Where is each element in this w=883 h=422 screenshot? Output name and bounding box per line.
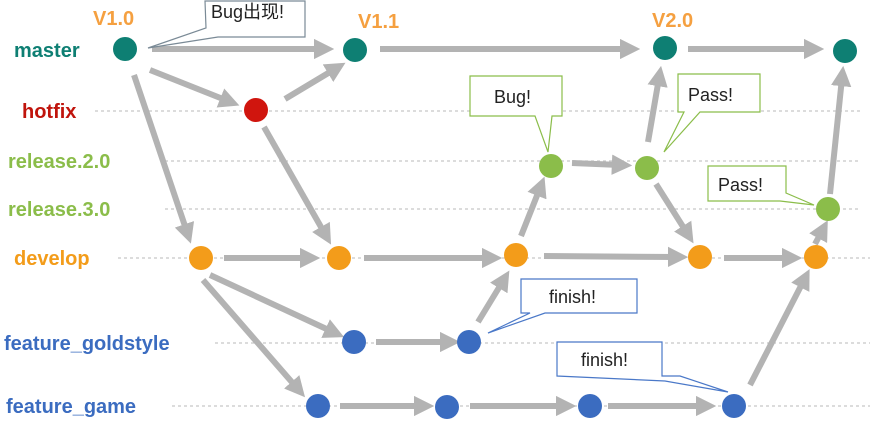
arrow-hotfix-to-develop [261, 125, 332, 245]
game-commit-3 [578, 394, 602, 418]
arrow-release20-to-develop [653, 182, 694, 244]
develop-commit-3 [504, 243, 528, 267]
branch-label-release-3: release.3.0 [8, 199, 110, 221]
arrow-develop-to-game [200, 278, 306, 398]
release20-commit-2 [635, 156, 659, 180]
game-commit-2 [435, 395, 459, 419]
callout-pass-release30: Pass! [707, 165, 815, 206]
callout-bug-appeared-bubble [147, 0, 306, 49]
develop-commit-5 [804, 245, 828, 269]
master-commit-latest [833, 39, 857, 63]
callout-bug-appeared: Bug出现! [147, 0, 306, 49]
goldstyle-commit-1 [342, 330, 366, 354]
hotfix-commit [244, 98, 268, 122]
arrow-develop-to-release30 [809, 220, 828, 246]
callout-pass-release20-text: Pass! [688, 85, 733, 105]
callout-finish-goldstyle-bubble [487, 278, 638, 334]
callout-pass-release30-bubble [707, 165, 815, 206]
branch-label-develop: develop [14, 248, 90, 270]
callout-pass-release20: Pass! [663, 73, 761, 153]
master-commit-v11 [343, 38, 367, 62]
branch-label-feature-goldstyle: feature_goldstyle [4, 333, 170, 355]
game-commit-1 [306, 394, 330, 418]
goldstyle-commit-2 [457, 330, 481, 354]
callout-bug: Bug! [469, 75, 563, 153]
arrow-game-to-develop [747, 269, 810, 387]
version-label-v20: V2.0 [652, 10, 693, 32]
callout-finish-game: finish! [556, 341, 729, 393]
callout-bug-text: Bug! [494, 87, 531, 107]
arrow-goldstyle-to-develop [475, 270, 510, 324]
branch-label-master: master [14, 40, 80, 62]
branch-label-release-2: release.2.0 [8, 151, 110, 173]
arrow-release20-to-master [645, 65, 668, 143]
arrow-master-to-develop [131, 74, 195, 244]
callout-bug-appeared-text: Bug出现! [211, 2, 284, 22]
develop-commit-2 [327, 246, 351, 270]
arrow-release30-to-master [827, 65, 852, 195]
arrow-hotfix-to-master [283, 62, 346, 102]
release30-commit [816, 197, 840, 221]
version-labels: V1.0 V1.1 V2.0 [93, 8, 693, 33]
branch-labels: master hotfix release.2.0 release.3.0 de… [4, 40, 170, 418]
version-label-v11: V1.1 [358, 11, 399, 33]
arrow-master-to-hotfix [148, 67, 240, 108]
commit-arrows [131, 38, 852, 417]
master-commit-v10 [113, 37, 137, 61]
callouts: Bug出现! Bug! Pass! Pass! finish! finish! [147, 0, 815, 393]
branch-label-hotfix: hotfix [22, 101, 76, 123]
callout-pass-release30-text: Pass! [718, 175, 763, 195]
master-commit-v20 [653, 36, 677, 60]
callout-pass-release20-bubble [663, 73, 761, 153]
callout-bug-bubble [469, 75, 563, 153]
develop-commit-1 [189, 246, 213, 270]
arrow-develop-3-to-4 [543, 246, 689, 268]
arrow-develop-to-release20 [518, 176, 547, 238]
arrow-release20-step [571, 154, 633, 175]
callout-finish-goldstyle: finish! [487, 278, 638, 334]
game-commit-4 [722, 394, 746, 418]
arrow-develop-to-goldstyle [208, 272, 345, 338]
callout-finish-game-bubble [556, 341, 729, 393]
callout-finish-goldstyle-text: finish! [549, 287, 596, 307]
branch-label-feature-game: feature_game [6, 396, 136, 418]
callout-finish-game-text: finish! [581, 350, 628, 370]
version-label-v10: V1.0 [93, 8, 134, 30]
develop-commit-4 [688, 245, 712, 269]
release20-commit-1 [539, 154, 563, 178]
commit-nodes [113, 36, 857, 419]
